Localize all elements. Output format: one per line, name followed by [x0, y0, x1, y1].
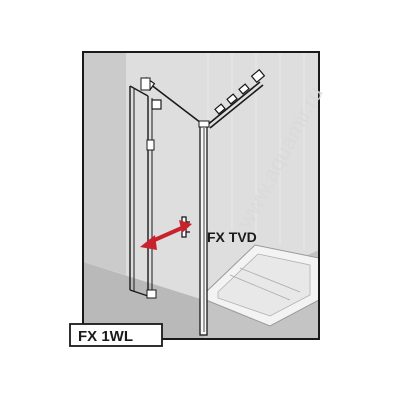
wall-tiles — [207, 52, 305, 250]
door-label-box — [69, 323, 163, 347]
shower-tray-inner — [217, 253, 311, 317]
side-panel-label: FX TVD — [207, 229, 257, 245]
diagram-frame — [82, 51, 320, 340]
support-bar — [149, 81, 264, 129]
door-glass — [129, 85, 153, 298]
side-panel-glass — [198, 120, 210, 336]
left-wall — [83, 52, 126, 275]
door-hinges — [140, 77, 157, 299]
illustration-area — [83, 52, 320, 339]
door-label: FX 1WL — [78, 328, 133, 345]
floor-grid — [229, 267, 301, 301]
opening-direction-arrow — [140, 220, 192, 250]
floor — [83, 262, 204, 339]
